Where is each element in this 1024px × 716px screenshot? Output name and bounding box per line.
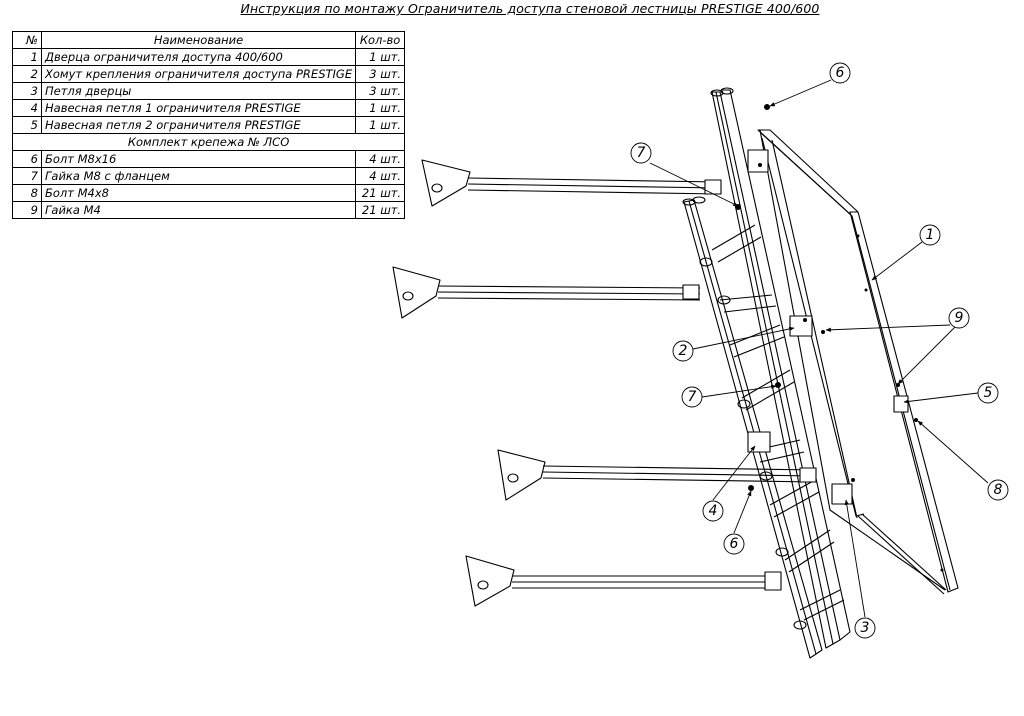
callout-6-bottom: 6 <box>730 536 739 552</box>
table-row: 6 Болт М8х16 4 шт. <box>12 150 406 168</box>
restrictor-door <box>757 129 959 595</box>
callout-4: 4 <box>709 503 718 519</box>
callout-7-mid-circle <box>681 386 703 408</box>
leader-1 <box>871 241 923 281</box>
callout-9: 9 <box>955 310 964 326</box>
leader-8 <box>917 420 989 484</box>
row-qty: 3 шт. <box>355 82 406 100</box>
leader-7-top <box>649 162 739 207</box>
fastener-kit-subheader: Комплект крепежа № ЛСО <box>11 133 406 151</box>
callout-2: 2 <box>679 343 688 359</box>
callout-7-top-circle <box>630 142 652 164</box>
row-name: Дверца ограничителя доступа 400/600 <box>40 48 357 66</box>
callout-6-top: 6 <box>836 65 845 81</box>
callout-3-circle <box>854 617 876 639</box>
leader-5 <box>903 392 979 404</box>
callout-6-bottom-circle <box>723 533 745 555</box>
callout-1-circle <box>919 224 941 246</box>
row-name: Навесная петля 2 ограничителя PRESTIGE <box>40 116 357 134</box>
leader-4 <box>712 445 756 501</box>
row-qty: 4 шт. <box>355 150 406 168</box>
row-name: Петля дверцы <box>40 82 357 100</box>
page-title: Инструкция по монтажу Ограничитель досту… <box>240 1 820 16</box>
leader-2 <box>692 326 795 350</box>
callout-2-circle <box>672 340 694 362</box>
parts-table: № Наименование Кол-во 1 Дверца ограничит… <box>11 31 406 219</box>
callout-5-circle <box>977 382 999 404</box>
leader-7-mid <box>701 384 777 398</box>
callout-6-top-circle <box>829 62 851 84</box>
row-qty: 21 шт. <box>355 184 406 202</box>
header-qty: Кол-во <box>355 31 406 49</box>
table-row: 4 Навесная петля 1 ограничителя PRESTIGE… <box>12 99 406 117</box>
callout-8-circle <box>987 479 1009 501</box>
leader-9b <box>897 326 956 385</box>
ladder-rungs <box>699 224 845 630</box>
wall-bracket-2 <box>392 266 701 319</box>
table-row: 3 Петля дверцы 3 шт. <box>12 82 406 100</box>
row-name: Хомут крепления ограничителя доступа PRE… <box>40 65 357 83</box>
callout-7-top: 7 <box>637 145 646 161</box>
callout-4-circle <box>702 500 724 522</box>
table-row: 1 Дверца ограничителя доступа 400/600 1 … <box>12 48 406 66</box>
row-qty: 21 шт. <box>355 201 406 219</box>
table-row: 2 Хомут крепления ограничителя доступа P… <box>12 65 406 83</box>
table-subheader-row: Комплект крепежа № ЛСО <box>11 133 406 151</box>
wall-bracket-3 <box>497 449 817 501</box>
leader-6-bottom <box>733 490 752 534</box>
callout-3: 3 <box>861 620 870 636</box>
leader-6-top <box>769 79 832 107</box>
wall-bracket-1 <box>421 159 722 207</box>
table-row: 5 Навесная петля 2 ограничителя PRESTIGE… <box>12 116 406 134</box>
callout-8: 8 <box>994 482 1003 498</box>
leader-3 <box>844 499 866 618</box>
callout-5: 5 <box>984 385 993 401</box>
table-header-row: № Наименование Кол-во <box>12 31 406 49</box>
wall-bracket-4 <box>465 555 782 607</box>
row-num: 9 <box>12 201 42 219</box>
callout-1: 1 <box>926 227 935 243</box>
row-qty: 4 шт. <box>355 167 406 185</box>
row-qty: 3 шт. <box>355 65 406 83</box>
row-name: Гайка М4 <box>40 201 357 219</box>
leader-9a <box>825 324 951 332</box>
row-name: Навесная петля 1 ограничителя PRESTIGE <box>40 99 357 117</box>
callout-9-circle <box>948 307 970 329</box>
callout-7-mid: 7 <box>688 389 697 405</box>
table-row: 9 Гайка М4 21 шт. <box>12 201 406 219</box>
